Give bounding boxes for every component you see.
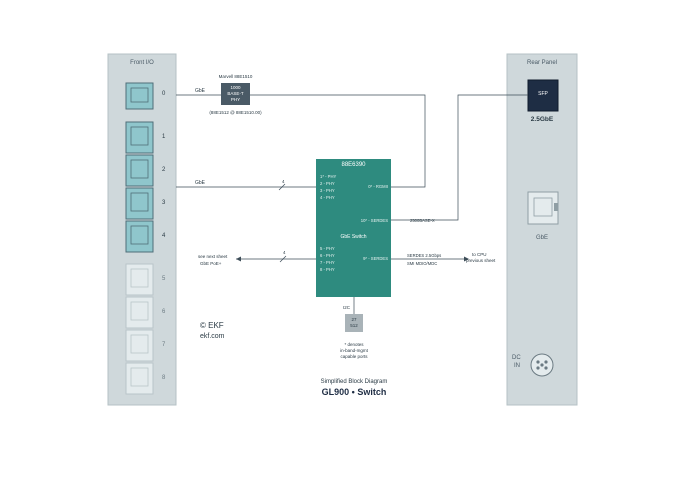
eeprom-box	[345, 314, 363, 332]
port-label-8: 8	[162, 375, 166, 381]
phy-line2: BASE-T	[227, 91, 244, 96]
i2c-bus-label: I2C	[343, 305, 351, 310]
diagram-subtitle: Simplified Block Diagram	[320, 379, 388, 385]
website-text: ekf.com	[200, 333, 225, 340]
front-io-title: Front I/O	[130, 60, 154, 66]
dc-in-connector	[530, 353, 554, 377]
switch-port-4: 4 - PHY	[320, 195, 335, 200]
serdes-label-1: SERDES 2.5Gbps	[407, 253, 442, 258]
sfp-label: SFP	[538, 91, 548, 97]
port-1-jack	[125, 121, 154, 154]
phy-footer: (88E1512 @ 88E1510.00)	[209, 110, 262, 115]
phy-box	[221, 83, 250, 105]
port-0-jack	[125, 82, 154, 110]
port-label-7: 7	[162, 342, 166, 348]
copyright-text: © EKF	[200, 321, 224, 330]
wires	[176, 94, 528, 314]
dc-label-line2: IN	[514, 363, 520, 369]
footnote-line3: capable ports	[340, 354, 368, 359]
switch-port-2: 2 - PHY	[320, 181, 335, 186]
rear-panel-title: Rear Panel	[526, 60, 558, 66]
next-sheet-arrowhead	[236, 256, 241, 262]
dc-label-line1: DC	[512, 355, 521, 361]
bus-width-bottom: 4	[283, 250, 286, 255]
port-8-jack	[125, 362, 154, 395]
phy-header: Marvell 88E1510	[218, 74, 253, 79]
switch-title: 88E6390	[341, 162, 366, 168]
switch-port-5: 5 - PHY	[320, 246, 335, 251]
switch-port-0-rgmii: 0* - RGMII	[368, 184, 388, 189]
port-label-2: 2	[162, 167, 166, 173]
switch-port-9-serdes: 9* - SERDES	[363, 256, 388, 261]
port-label-3: 3	[162, 200, 166, 206]
gbe-label-top: GbE	[195, 88, 206, 94]
serdes-label-2: SMI MDIO/MDC	[407, 261, 438, 266]
phy-line3: PHY	[230, 97, 241, 102]
port-label-0: 0	[162, 91, 166, 97]
switch-port-1: 1* - PHY	[320, 174, 337, 179]
port-5-jack	[125, 263, 154, 296]
switch-port-6: 6 - PHY	[320, 253, 335, 258]
rear-panel	[506, 53, 578, 406]
footnote-line1: * denotes	[344, 342, 364, 347]
port-label-4: 4	[162, 233, 166, 239]
switch-box	[316, 159, 391, 297]
cpu-arrowhead	[464, 256, 469, 262]
to-cpu-label-2: previous sheet	[466, 258, 496, 263]
port-4-jack	[125, 220, 154, 253]
to-cpu-label-1: to CPU	[472, 252, 487, 257]
phy-line1: 1000	[230, 85, 241, 90]
sfp-cage	[527, 79, 559, 112]
gbe-label-mid: GbE	[195, 180, 206, 186]
port-label-6: 6	[162, 309, 166, 315]
sfp-caption: 2.5GbE	[530, 116, 554, 123]
next-sheet-label-1: see next sheet	[198, 254, 228, 259]
next-sheet-label-2: GbE PoE+	[200, 261, 222, 266]
eeprom-line2: 512	[350, 323, 358, 328]
eeprom-line1: 27	[351, 317, 357, 322]
port-label-5: 5	[162, 276, 166, 282]
port-3-jack	[125, 187, 154, 220]
link-2500-label: 2500BASE-X	[410, 218, 435, 223]
switch-port-8: 8 - PHY	[320, 267, 335, 272]
port-6-jack	[125, 296, 154, 329]
port-7-jack	[125, 329, 154, 362]
switch-port-10-serdes: 10* - SERDES	[360, 218, 388, 223]
port-2-jack	[125, 154, 154, 187]
rear-rj45-caption: GbE	[535, 235, 548, 241]
switch-port-3: 3 - PHY	[320, 188, 335, 193]
port-label-1: 1	[162, 134, 166, 140]
rear-rj45-jack	[527, 191, 559, 225]
switch-port-7: 7 - PHY	[320, 260, 335, 265]
bus-width-top: 4	[282, 179, 285, 184]
switch-center-label: GbE Switch	[340, 234, 367, 240]
footnote-line2: in-band-mgmt	[340, 348, 368, 353]
diagram-title: GL900 • Switch	[321, 387, 387, 397]
